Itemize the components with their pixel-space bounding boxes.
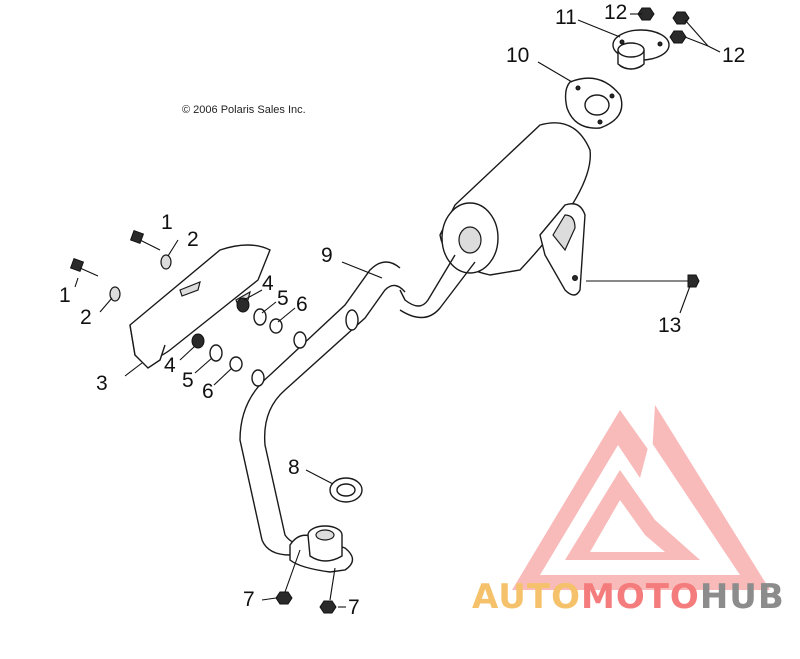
callout-2-top: 2 <box>187 228 199 251</box>
part-7-nut-b <box>319 600 337 614</box>
callout-6-top: 6 <box>296 293 308 316</box>
part-10-gasket <box>564 77 623 129</box>
leader-lines <box>74 13 721 608</box>
callout-5-bottom: 5 <box>182 369 194 392</box>
part-1-bolt-a <box>129 229 161 251</box>
copyright-text: © 2006 Polaris Sales Inc. <box>182 104 306 116</box>
callout-8: 8 <box>288 456 300 479</box>
callout-11: 11 <box>555 6 577 29</box>
callout-7-right: 7 <box>348 596 360 619</box>
part-1-bolt-b <box>69 257 99 277</box>
watermark-hub: HUB <box>700 577 785 617</box>
part-6-washer-a <box>269 318 283 334</box>
callout-5-top: 5 <box>277 287 289 310</box>
part-4-grommet-b <box>191 333 205 349</box>
callout-1-top: 1 <box>161 211 173 234</box>
watermark-text: AUTOMOTOHUB <box>472 577 785 617</box>
part-6-washer-b <box>229 356 243 372</box>
part-4-grommet-a <box>236 297 250 313</box>
part-5-spacer-a <box>253 308 267 326</box>
part-3-heat-shield <box>129 244 271 369</box>
callout-10: 10 <box>506 44 529 67</box>
pipe-inlet-flange <box>289 525 354 573</box>
callout-12-right: 12 <box>722 44 745 67</box>
callout-6-bottom: 6 <box>202 380 214 403</box>
callout-9: 9 <box>321 244 333 267</box>
part-5-spacer-b <box>209 344 223 362</box>
callout-3: 3 <box>96 372 108 395</box>
part-8-gasket <box>329 477 363 503</box>
part-11-flange <box>612 29 670 70</box>
part-2-washer-b <box>109 286 121 302</box>
callout-1-left: 1 <box>59 284 71 307</box>
watermark-moto: MOTO <box>581 577 700 617</box>
part-7-nut-a <box>275 591 293 605</box>
part-2-washer-a <box>160 254 172 270</box>
callout-12-top: 12 <box>604 1 627 24</box>
callout-4-bottom: 4 <box>164 354 176 377</box>
callout-7-left: 7 <box>243 588 255 611</box>
part-9-exhaust-pipe <box>239 261 406 556</box>
watermark-logo <box>512 405 770 590</box>
callout-4-top: 4 <box>262 272 274 295</box>
part-13-bolt <box>662 274 700 288</box>
callout-13: 13 <box>658 314 681 337</box>
part-9-muffler <box>399 122 591 319</box>
callout-2-left: 2 <box>80 306 92 329</box>
watermark-auto: AUTO <box>472 577 581 617</box>
